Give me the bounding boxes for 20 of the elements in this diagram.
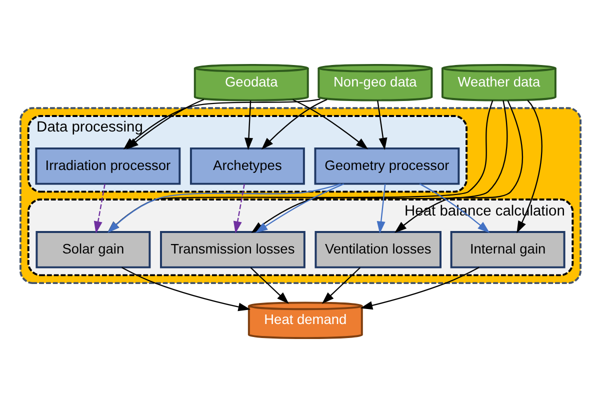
arrow <box>244 100 254 150</box>
arrow <box>255 183 344 233</box>
arrow <box>250 267 289 304</box>
arrow <box>122 266 250 312</box>
node-box: Archetypes <box>190 147 305 185</box>
cluster <box>20 107 582 284</box>
arrow <box>376 184 386 234</box>
node-box: Geometry processor <box>314 147 460 185</box>
arrow <box>394 100 523 234</box>
arrow <box>261 98 328 150</box>
arrow <box>360 266 480 310</box>
node-box: Irradiation processor <box>35 147 181 185</box>
arrow <box>322 267 361 304</box>
node-box: Transmission losses <box>160 230 306 268</box>
arrow <box>516 100 542 234</box>
node-box: Solar gain <box>36 230 151 268</box>
arrow <box>233 184 245 234</box>
arrow <box>292 99 368 150</box>
node-box: Ventilation losses <box>314 230 442 268</box>
node-box: Internal gain <box>450 230 566 268</box>
